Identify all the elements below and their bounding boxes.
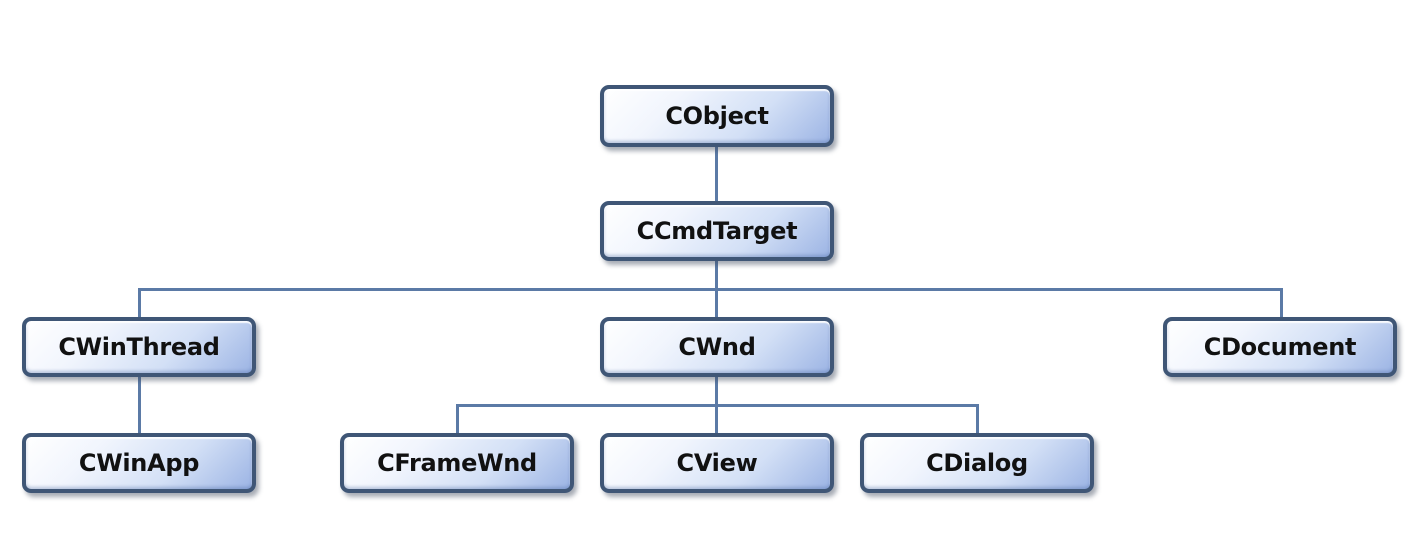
node-cobject: CObject — [600, 85, 834, 147]
node-cwinthread: CWinThread — [22, 317, 256, 377]
edge-cwinthread-cwinapp — [138, 374, 141, 436]
node-cobject-label: CObject — [665, 102, 769, 130]
node-cdialog-label: CDialog — [926, 449, 1028, 477]
edge-bus-cframewnd — [456, 404, 459, 436]
node-cwinthread-label: CWinThread — [58, 333, 220, 361]
node-cview: CView — [600, 433, 834, 493]
node-cwnd-label: CWnd — [678, 333, 756, 361]
node-ccmdtarget: CCmdTarget — [600, 201, 834, 261]
edge-bus-cdialog — [976, 404, 979, 436]
edge-ccmdtarget-bus — [138, 288, 1283, 291]
edge-cobject-ccmdtarget — [715, 144, 718, 204]
node-cwnd: CWnd — [600, 317, 834, 377]
edge-cwnd-bus — [456, 404, 979, 407]
node-cdialog: CDialog — [860, 433, 1094, 493]
node-cdocument-label: CDocument — [1203, 333, 1357, 361]
node-ccmdtarget-label: CCmdTarget — [636, 217, 798, 245]
edge-bus-cwinthread — [138, 288, 141, 320]
node-cdocument: CDocument — [1163, 317, 1397, 377]
node-cwinapp: CWinApp — [22, 433, 256, 493]
node-cframewnd: CFrameWnd — [340, 433, 574, 493]
edge-bus-cdocument — [1280, 288, 1283, 320]
node-cwinapp-label: CWinApp — [78, 449, 200, 477]
node-cview-label: CView — [676, 449, 758, 477]
node-cframewnd-label: CFrameWnd — [377, 449, 537, 477]
